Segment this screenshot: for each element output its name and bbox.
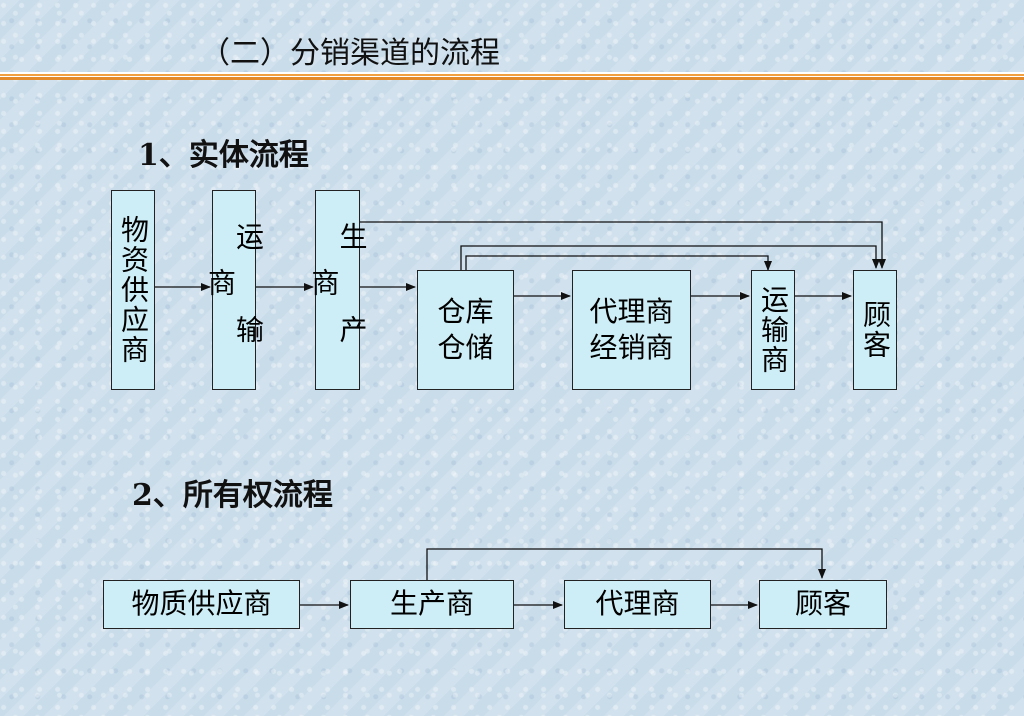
physical-flow-heading: 1、实体流程 [138,138,309,173]
own-node-supplier: 物质供应商 [103,580,300,629]
node-transporter-1-label: 运 输 商 [204,221,265,359]
arrow-warehouse-to-transport2 [465,255,772,271]
node-producer-label: 生 产 商 [307,221,369,359]
own-node-agent: 代理商 [564,580,711,629]
own-node-customer: 顾客 [759,580,887,629]
arrow-warehouse-to-customer [460,245,880,270]
title-divider [0,72,1024,80]
node-agent-dealer: 代理商 经销商 [572,270,691,390]
own-node-producer: 生产商 [350,580,514,629]
node-transporter-1: 运 输 商 [204,190,265,390]
node-customer: 顾客 [853,270,897,390]
node-transporter-2-label: 运输商 [757,285,790,375]
arrow-producer-to-customer [360,221,886,269]
ownership-flow-heading: 2、所有权流程 [132,478,333,513]
node-producer: 生 产 商 [308,190,369,390]
slide-title: （二）分销渠道的流程 [200,36,500,71]
node-customer-label: 顾客 [859,300,892,360]
node-warehouse: 仓库 仓储 [417,270,514,390]
arrow-own-producer-to-customer [426,548,826,580]
node-transporter-2: 运输商 [751,270,795,390]
node-material-supplier-label: 物资供应商 [117,215,150,365]
node-material-supplier: 物资供应商 [111,190,155,390]
